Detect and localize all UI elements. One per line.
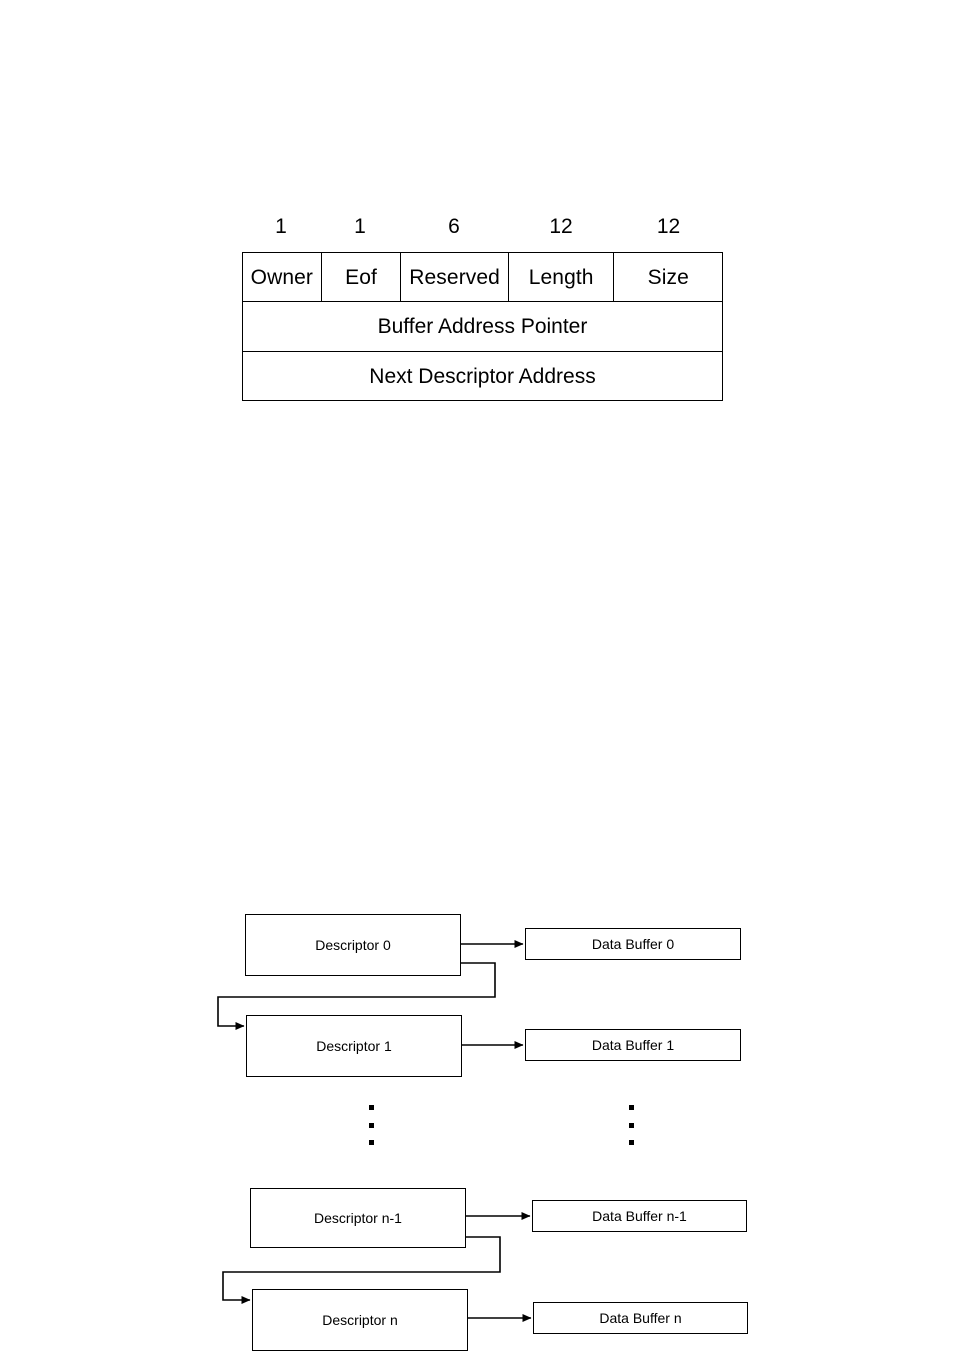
data-buffer-box-n[interactable]: Data Buffer n bbox=[533, 1302, 748, 1334]
bit-width-label-eof: 1 bbox=[354, 215, 366, 238]
ellipsis-dot-desc-3 bbox=[369, 1140, 374, 1145]
field-cell-length: Length bbox=[507, 253, 614, 301]
descriptor-fields-row: Owner Eof Reserved Length Size bbox=[243, 253, 722, 302]
descriptor-box-1[interactable]: Descriptor 1 bbox=[246, 1015, 462, 1077]
next-descriptor-address-label: Next Descriptor Address bbox=[369, 364, 596, 388]
field-cell-eof: Eof bbox=[320, 253, 401, 301]
descriptor-box-0[interactable]: Descriptor 0 bbox=[245, 914, 461, 976]
bit-width-label-size: 12 bbox=[656, 215, 681, 238]
bit-width-label-reserved: 6 bbox=[448, 215, 460, 238]
data-buffer-box-0[interactable]: Data Buffer 0 bbox=[525, 928, 741, 960]
ellipsis-dot-buf-2 bbox=[629, 1123, 634, 1128]
field-cell-reserved: Reserved bbox=[400, 253, 508, 301]
ellipsis-dot-buf-3 bbox=[629, 1140, 634, 1145]
descriptor-format-table: Owner Eof Reserved Length Size Buffer Ad… bbox=[242, 252, 723, 401]
field-cell-owner: Owner bbox=[250, 265, 314, 289]
buffer-address-pointer-label: Buffer Address Pointer bbox=[377, 314, 588, 338]
ellipsis-dot-desc-2 bbox=[369, 1123, 374, 1128]
data-buffer-box-n-minus-1[interactable]: Data Buffer n-1 bbox=[532, 1200, 747, 1232]
bit-width-label-length: 12 bbox=[549, 215, 573, 238]
next-descriptor-address-row: Next Descriptor Address bbox=[243, 352, 722, 401]
descriptor-box-n-minus-1[interactable]: Descriptor n-1 bbox=[250, 1188, 466, 1248]
field-cell-size: Size bbox=[613, 253, 722, 301]
ellipsis-dot-desc-1 bbox=[369, 1105, 374, 1110]
ellipsis-dot-buf-1 bbox=[629, 1105, 634, 1110]
data-buffer-box-1[interactable]: Data Buffer 1 bbox=[525, 1029, 741, 1061]
buffer-address-pointer-row: Buffer Address Pointer bbox=[243, 302, 722, 352]
bit-width-label-owner: 1 bbox=[275, 215, 287, 238]
descriptor-box-n[interactable]: Descriptor n bbox=[252, 1289, 468, 1351]
